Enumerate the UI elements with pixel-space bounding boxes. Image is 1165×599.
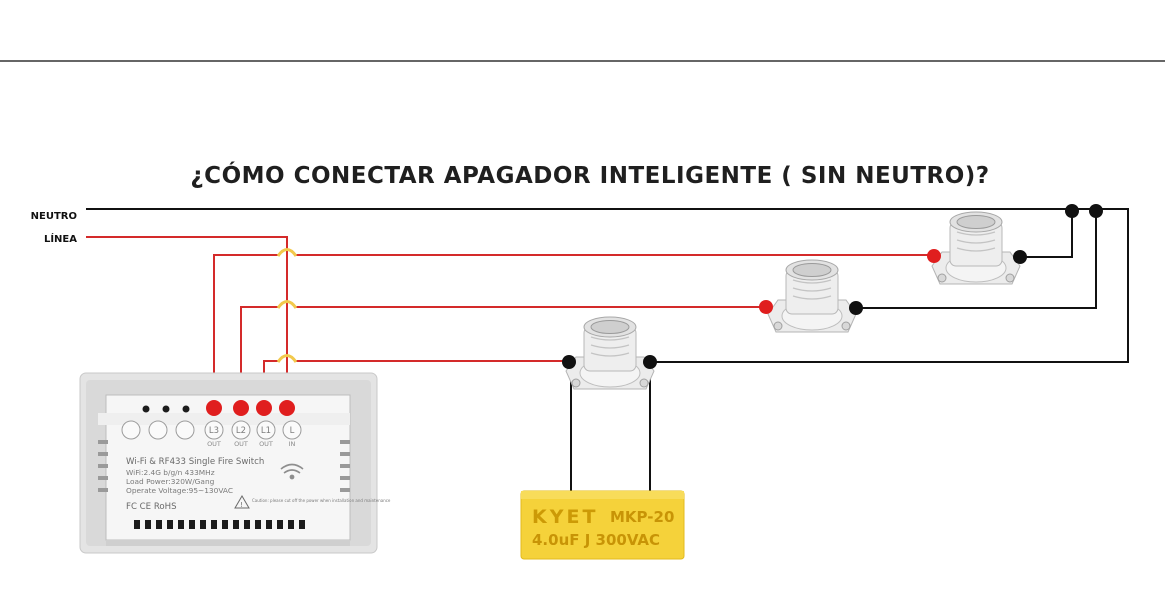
wire-crossings [276, 248, 298, 363]
switch-spec-load: Load Power:320W/Gang [126, 477, 215, 486]
socket-3-neutral-dot [1013, 250, 1027, 264]
l2-output-wire [240, 306, 278, 404]
l3-output-wire [213, 254, 278, 404]
line-label: LÍNEA [44, 232, 77, 245]
capacitor-brand: KYET [532, 506, 598, 528]
terminal-l3: L3 OUT [204, 420, 224, 448]
socket-2-neutral-dot [849, 301, 863, 315]
neutral-junction-dots [1065, 204, 1103, 218]
svg-text:L1: L1 [261, 426, 271, 436]
capacitor-rating: 4.0uF J 300VAC [532, 531, 660, 549]
terminal-l: L IN [282, 420, 302, 448]
diagram-title: ¿CÓMO CONECTAR APAGADOR INTELIGENTE ( SI… [190, 161, 989, 189]
neutral-main-wire [86, 208, 1129, 363]
wifi-icon [280, 463, 304, 480]
crossing-hop [276, 354, 298, 363]
socket-connection-dots [562, 249, 1027, 369]
crossing-hop [276, 248, 298, 257]
switch-warning-text: Caution: please cut off the power when i… [252, 498, 391, 503]
line-input-wire [86, 236, 288, 404]
svg-text:OUT: OUT [259, 440, 273, 448]
l3-terminal-dot [206, 400, 222, 416]
svg-text:!: ! [240, 501, 243, 509]
switch-spec-voltage: Operate Voltage:95~130VAC [126, 486, 233, 495]
neutral-wires [86, 208, 1129, 493]
switch-terminal-dots [206, 400, 295, 416]
switch-product-name: Wi-Fi & RF433 Single Fire Switch [126, 457, 264, 467]
crossing-hop [276, 300, 298, 309]
capacitor-model: MKP-20 [610, 508, 674, 526]
neutral-branch-bulb-2 [1020, 209, 1073, 258]
switch-spec-wifi: WiFi:2.4G b/g/n 433MHz [126, 468, 215, 477]
switch-cert-marks: FC CE RoHS [126, 502, 177, 512]
switch-connector-teeth [134, 520, 305, 529]
svg-text:L: L [290, 426, 295, 436]
terminal-l2: L2 OUT [231, 420, 251, 448]
svg-text:OUT: OUT [234, 440, 248, 448]
socket-1-neutral-dot [643, 355, 657, 369]
svg-text:L3: L3 [209, 426, 219, 436]
socket-3-line-dot [927, 249, 941, 263]
l2-terminal-dot [233, 400, 249, 416]
l-terminal-dot [279, 400, 295, 416]
lamp-socket-1 [565, 316, 655, 390]
capacitor: KYET MKP-20 4.0uF J 300VAC [520, 490, 685, 560]
socket-1-line-dot [562, 355, 576, 369]
smart-switch: L3 OUT L2 OUT L1 OUT L IN Wi-Fi & RF433 … [79, 372, 391, 554]
neutral-label: NEUTRO [31, 211, 77, 222]
lamp-socket-2 [767, 259, 857, 333]
l1-terminal-dot [256, 400, 272, 416]
svg-text:IN: IN [289, 440, 296, 448]
warning-icon: ! [234, 495, 250, 509]
terminal-l1: L1 OUT [256, 420, 276, 448]
svg-text:L2: L2 [236, 426, 246, 436]
neutral-branch-bulb-1 [856, 209, 1097, 309]
socket-2-line-dot [759, 300, 773, 314]
lamp-socket-3 [931, 211, 1021, 285]
svg-text:OUT: OUT [207, 440, 221, 448]
